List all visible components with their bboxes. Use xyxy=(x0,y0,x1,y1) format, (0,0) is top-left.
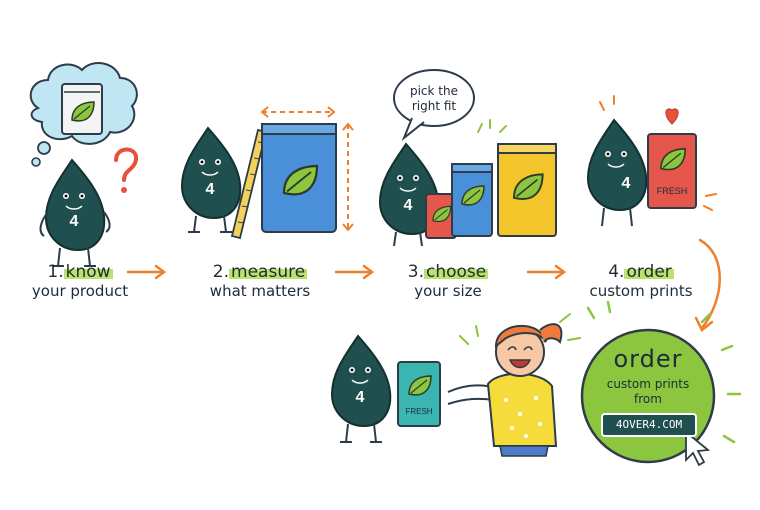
celebration-lines xyxy=(459,313,581,345)
red-fresh-pouch: FRESH xyxy=(647,133,697,209)
arrow-step2-to-step3 xyxy=(334,264,375,280)
step1-keyword: know xyxy=(63,262,113,282)
svg-text:4: 4 xyxy=(356,389,365,406)
blue-pouch-medium xyxy=(451,163,493,237)
step3-label: 3.choose your size xyxy=(388,262,508,300)
cta-line1: custom prints xyxy=(606,377,690,391)
cta-subtitle: custom prints from xyxy=(586,377,710,407)
cursor-icon xyxy=(685,430,711,467)
arrow-step1-to-step2 xyxy=(126,264,167,280)
step2-keyword: measure xyxy=(229,262,308,282)
sparkle-lines-step4 xyxy=(599,95,717,211)
arrow-step4-to-cta xyxy=(694,238,721,332)
blue-pouch-large xyxy=(261,123,337,233)
speech-bubble-line1: pick the xyxy=(409,84,458,98)
svg-text:4: 4 xyxy=(70,213,79,230)
step3-keyword: choose xyxy=(423,262,489,282)
arrow-step3-to-step4 xyxy=(526,264,567,280)
step4-subtitle: custom prints xyxy=(589,282,693,301)
mascot-step2: 4 xyxy=(180,126,242,233)
question-mark-icon xyxy=(114,147,139,193)
step4-keyword: order xyxy=(624,262,674,282)
cta-line2: from xyxy=(634,392,662,406)
speech-bubble-line2: right fit xyxy=(411,99,457,113)
step2-subtitle: what matters xyxy=(209,282,311,301)
step1-number: 1. xyxy=(47,262,64,282)
svg-text:FRESH: FRESH xyxy=(405,407,432,416)
speech-bubble xyxy=(393,69,475,142)
step2-label: 2.measure what matters xyxy=(200,262,320,300)
width-dimension-arrow xyxy=(260,106,336,118)
step3-subtitle: your size xyxy=(414,282,482,301)
cta-title: order xyxy=(613,345,683,373)
mascot-handoff: 4 xyxy=(330,334,392,443)
mascot-step1: 4 xyxy=(39,158,111,267)
thought-bag-icon xyxy=(61,83,103,135)
step4-label: 4.order custom prints xyxy=(576,262,706,300)
teal-fresh-pouch: FRESH xyxy=(397,361,441,427)
svg-text:4: 4 xyxy=(206,181,215,198)
svg-text:4: 4 xyxy=(404,197,413,214)
speech-bubble-text: pick the right fit xyxy=(400,84,468,114)
step1-label: 1.know your product xyxy=(20,262,140,300)
mascot-step3: 4 xyxy=(378,142,440,247)
height-dimension-arrow xyxy=(342,122,354,232)
step4-number: 4. xyxy=(608,262,625,282)
heart-icon xyxy=(665,108,679,125)
svg-text:4: 4 xyxy=(622,175,631,192)
step2-number: 2. xyxy=(212,262,230,282)
happy-girl xyxy=(447,323,563,457)
step3-number: 3. xyxy=(407,262,424,282)
svg-text:FRESH: FRESH xyxy=(657,186,688,196)
mascot-step4: 4 xyxy=(586,118,648,227)
sparkle-lines xyxy=(477,119,507,133)
step1-subtitle: your product xyxy=(31,282,129,301)
cta-url-button[interactable]: 4OVER4.COM xyxy=(601,413,697,437)
yellow-pouch-large xyxy=(497,143,557,237)
